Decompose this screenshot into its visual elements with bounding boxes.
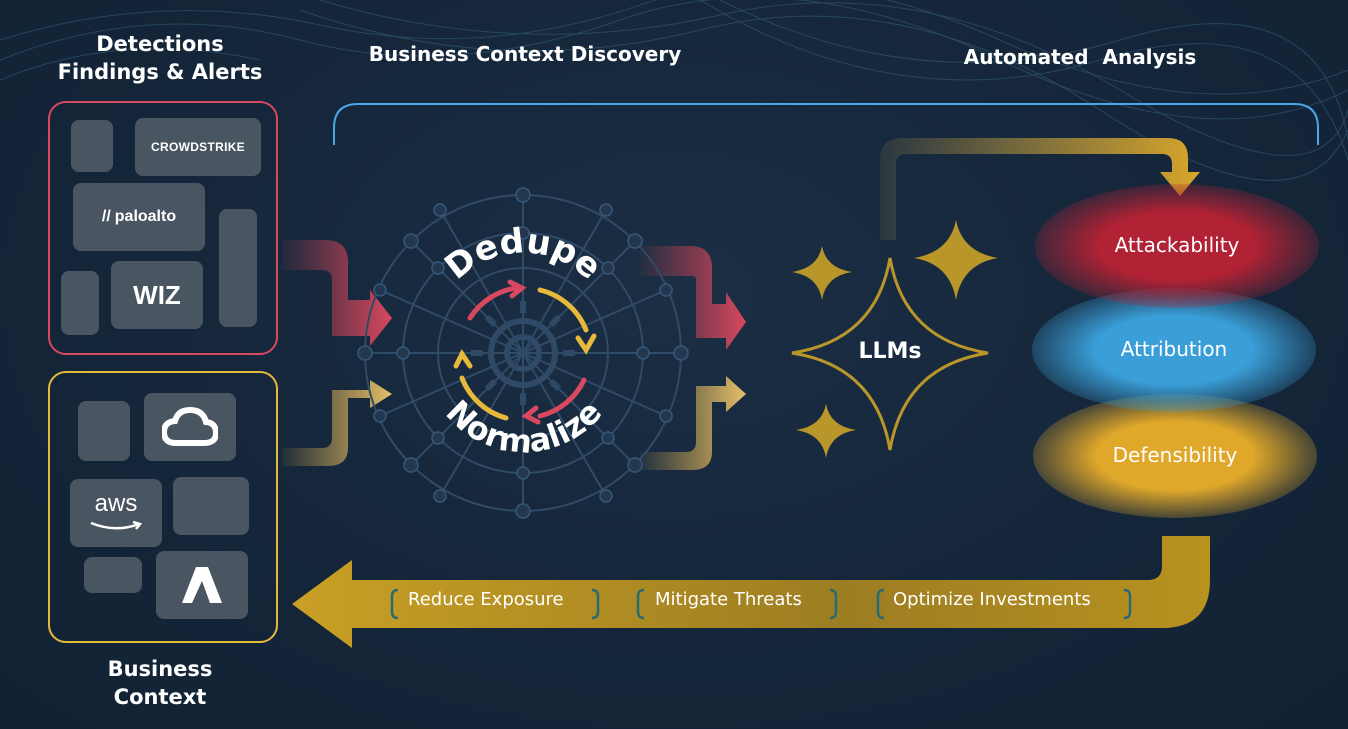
- paloalto-logo-tile: //paloalto: [73, 183, 205, 251]
- benefit-brackets: [390, 588, 1132, 620]
- detections-heading-line2: Findings & Alerts: [57, 60, 263, 84]
- hub-to-llm-red-arrow: [640, 246, 746, 350]
- business-context-box: aws: [48, 371, 278, 643]
- llm-star-outline: [791, 257, 989, 451]
- attackability-label: Attackability: [1114, 233, 1240, 257]
- sparkle-small-bottom-icon: [796, 404, 856, 458]
- benefit-optimize-investments: Optimize Investments: [893, 589, 1091, 610]
- crowdstrike-logo-tile: CROWDSTRIKE: [135, 118, 261, 176]
- aws-logo: aws: [89, 491, 143, 535]
- placeholder-tile-small: [61, 271, 99, 335]
- detections-sources-box: CROWDSTRIKE //paloalto WIZ: [48, 101, 278, 355]
- crowdstrike-logo: CROWDSTRIKE: [151, 140, 245, 154]
- placeholder-tile: [71, 120, 113, 172]
- benefit-reduce-exposure: Reduce Exposure: [408, 589, 564, 610]
- azure-icon: [182, 567, 222, 603]
- sparkle-large-icon: [914, 220, 998, 300]
- business-context-heading: Business Context: [40, 655, 280, 711]
- detections-arrow: [282, 240, 392, 346]
- cycle-arrows-icon: [453, 279, 597, 425]
- analysis-heading: Automated Analysis: [963, 45, 1197, 69]
- gear-icon: [471, 301, 575, 405]
- attackability-ellipse: [1035, 184, 1319, 308]
- wiz-logo-tile: WIZ: [111, 261, 203, 329]
- sparkle-small-top-icon: [792, 246, 852, 300]
- business-heading-line1: Business: [107, 657, 213, 681]
- hub-to-llm-gold-arrow: [640, 376, 746, 470]
- placeholder-tile: [78, 401, 130, 461]
- discovery-heading: Business Context Discovery: [368, 42, 682, 66]
- google-cloud-logo-tile: [144, 393, 236, 461]
- defensibility-ellipse: [1033, 394, 1317, 518]
- discovery-bracket: [333, 103, 1319, 145]
- placeholder-tile-tall: [219, 209, 257, 327]
- attribution-ellipse: [1032, 288, 1316, 412]
- paloalto-logo: //paloalto: [101, 208, 177, 225]
- wiz-logo: WIZ: [133, 279, 181, 310]
- defensibility-label: Defensibility: [1112, 443, 1238, 467]
- benefit-mitigate-threats: Mitigate Threats: [655, 589, 802, 610]
- placeholder-tile-small: [84, 557, 142, 593]
- return-arrow: [292, 536, 1210, 648]
- feedback-top-arrow: [880, 138, 1200, 240]
- detections-heading-line1: Detections: [96, 32, 224, 56]
- detections-heading: Detections Findings & Alerts: [40, 30, 280, 86]
- hub-mesh-nodes: [357, 187, 689, 519]
- aws-logo-tile: aws: [70, 479, 162, 547]
- llms-label: LLMs: [858, 339, 922, 364]
- google-cloud-icon: [162, 407, 218, 446]
- wave-mesh: [0, 0, 1348, 181]
- azure-logo-tile: [156, 551, 248, 619]
- placeholder-tile: [173, 477, 249, 535]
- attribution-label: Attribution: [1120, 337, 1228, 361]
- context-arrow: [282, 380, 392, 466]
- business-heading-line2: Context: [113, 685, 207, 709]
